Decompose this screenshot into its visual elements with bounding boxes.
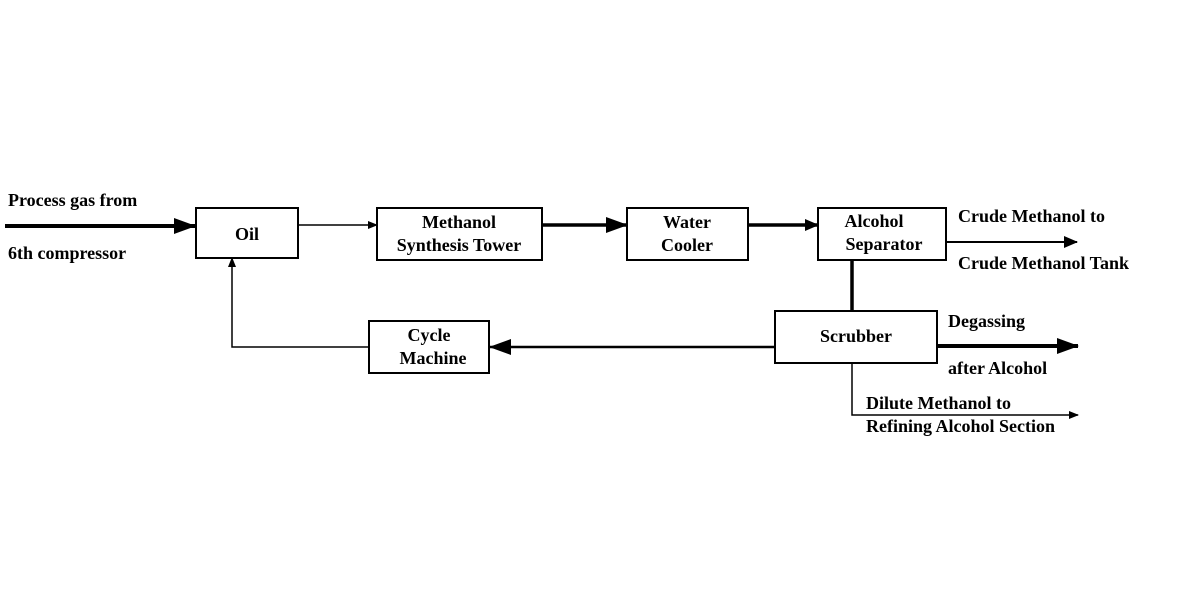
node-scrubber: Scrubber	[774, 310, 938, 364]
separator-label-line1: Alcohol	[844, 211, 903, 231]
tower-label-line2: Synthesis Tower	[397, 235, 522, 255]
node-water-cooler: Water Cooler	[626, 207, 749, 261]
separator-label-line2: Separator	[846, 234, 923, 254]
cooler-label-line1: Water	[663, 212, 711, 232]
crude-label-line1: Crude Methanol to	[958, 206, 1105, 226]
dilute-methanol-arrow	[851, 363, 1079, 419]
cycle-label-line1: Cycle	[408, 325, 451, 345]
degassing-label-line1: Degassing	[948, 311, 1025, 331]
node-alcohol-separator: Alcohol Separator	[817, 207, 947, 261]
cycle-to-oil-arrow	[228, 257, 369, 348]
tower-label-line1: Methanol	[422, 212, 496, 232]
input-label-line1: Process gas from	[8, 190, 137, 210]
dilute-label-line1: Dilute Methanol to	[866, 393, 1011, 413]
cooler-label-line2: Cooler	[661, 235, 713, 255]
node-methanol-synthesis-tower: Methanol Synthesis Tower	[376, 207, 543, 261]
crude-label-line2: Crude Methanol Tank	[958, 253, 1129, 273]
scrubber-label: Scrubber	[820, 326, 892, 346]
node-oil: Oil	[195, 207, 299, 259]
node-cycle-machine: Cycle Machine	[368, 320, 490, 374]
dilute-label-line2: Refining Alcohol Section	[866, 416, 1055, 436]
degassing-label-line2: after Alcohol	[948, 358, 1047, 378]
input-label-line2: 6th compressor	[8, 243, 126, 263]
node-oil-label: Oil	[235, 224, 259, 244]
cycle-label-line2: Machine	[400, 348, 467, 368]
